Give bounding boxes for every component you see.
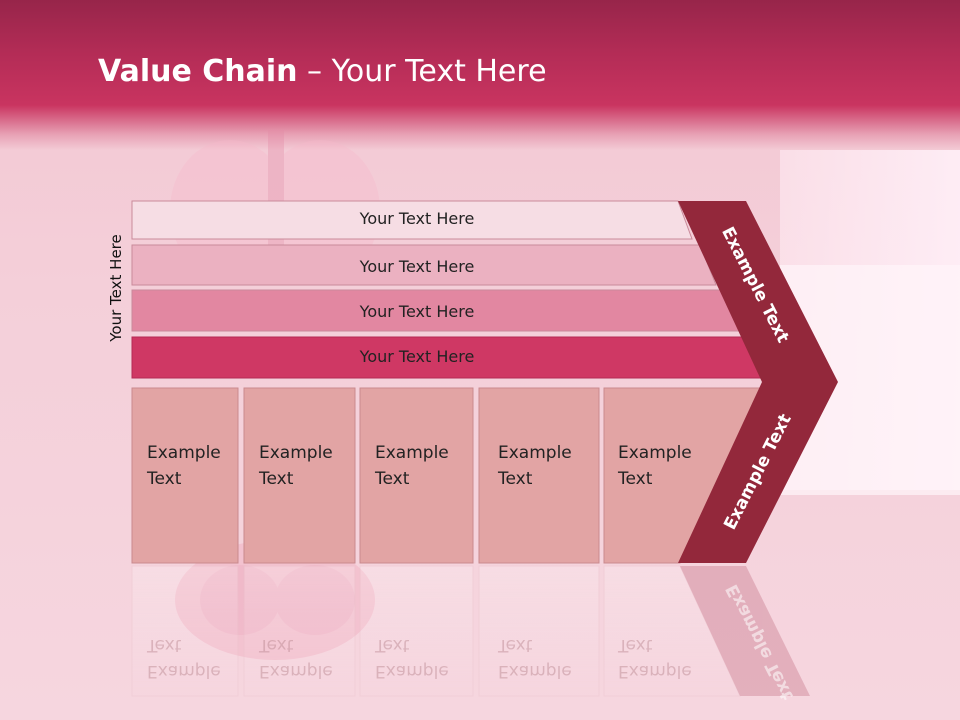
cell-reflection-1-line1: Example bbox=[147, 661, 221, 681]
title-rest: – Your Text Here bbox=[297, 54, 547, 89]
cell-reflection-2-line2: Text bbox=[259, 635, 294, 655]
cell-label-4-line1: Example bbox=[498, 443, 572, 463]
bar-label-4: Your Text Here bbox=[359, 347, 475, 366]
bar-shape-1 bbox=[131, 200, 693, 240]
cell-label-2-line1: Example bbox=[259, 443, 333, 463]
cell-label-1-line2: Text bbox=[147, 469, 182, 489]
cell-reflection-4 bbox=[478, 565, 600, 697]
cell-label-reflection-5: Example Text bbox=[618, 632, 714, 684]
cell-reflection-5 bbox=[603, 565, 741, 697]
cell-reflection-3 bbox=[359, 565, 474, 697]
cell-label-3-line2: Text bbox=[375, 469, 410, 489]
cell-reflection-3-line1: Example bbox=[375, 661, 449, 681]
cell-reflection-2 bbox=[243, 565, 356, 697]
cell-label-reflection-3: Example Text bbox=[375, 632, 471, 684]
cell-reflection-1 bbox=[131, 565, 239, 697]
cell-reflection-3-line2: Text bbox=[375, 635, 410, 655]
cell-box-4 bbox=[478, 387, 600, 564]
cell-box-1 bbox=[131, 387, 239, 564]
cell-label-2-line2: Text bbox=[259, 469, 294, 489]
bar-label-2: Your Text Here bbox=[359, 257, 475, 276]
cell-reflection-5-line1: Example bbox=[618, 661, 692, 681]
bar-shape-2 bbox=[131, 244, 717, 286]
title-bold: Value Chain bbox=[98, 54, 298, 89]
cell-reflection-4-line1: Example bbox=[498, 661, 572, 681]
cell-label-reflection-1: Example Text bbox=[147, 632, 243, 684]
cell-label-5-line2: Text bbox=[618, 469, 653, 489]
cell-reflection-4-line2: Text bbox=[498, 635, 533, 655]
cell-box-2 bbox=[243, 387, 356, 564]
cell-label-5-line1: Example bbox=[618, 443, 692, 463]
cell-reflection-5-line2: Text bbox=[618, 635, 653, 655]
cell-reflection-2-line1: Example bbox=[259, 661, 333, 681]
cell-reflection-1-line2: Text bbox=[147, 635, 182, 655]
cell-label-reflection-4: Example Text bbox=[498, 632, 594, 684]
slide-title: Value Chain – Your Text Here bbox=[98, 54, 547, 89]
chevron-arrow bbox=[678, 201, 838, 563]
reflection-group bbox=[131, 565, 810, 697]
cell-box-3 bbox=[359, 387, 474, 564]
header-band bbox=[0, 0, 960, 150]
bar-label-3: Your Text Here bbox=[359, 302, 475, 321]
bar-label-1: Your Text Here bbox=[359, 209, 475, 228]
cell-label-4-line2: Text bbox=[498, 469, 533, 489]
cell-label-1-line1: Example bbox=[147, 443, 221, 463]
chevron-reflection bbox=[680, 566, 810, 696]
cell-label-reflection-2: Example Text bbox=[259, 632, 355, 684]
cell-label-3-line1: Example bbox=[375, 443, 449, 463]
